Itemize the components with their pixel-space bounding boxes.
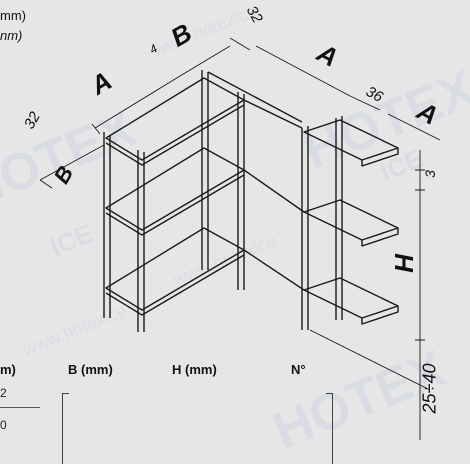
table-row-1: 2 (0, 386, 7, 400)
table-header-h: H (mm) (172, 362, 217, 377)
dim-label-25-40: 25÷40 (419, 363, 440, 414)
table-bracket-right (326, 393, 333, 464)
table-header-n: N° (291, 362, 306, 377)
header-line2: nm) (0, 28, 23, 43)
table-row-2: 0 (0, 418, 7, 432)
table-header-col1: m) (0, 362, 16, 377)
dimension-lines (39, 37, 441, 440)
left-unit-shelves (105, 77, 245, 316)
table-header-b: B (mm) (68, 362, 113, 377)
right-unit-shelves (207, 71, 399, 325)
header-line1: mm) (0, 8, 26, 23)
dim-label-h: H (388, 254, 419, 273)
right-unit-posts (243, 99, 343, 330)
table-row-divider (0, 407, 40, 408)
left-unit-posts (103, 70, 245, 332)
table-bracket-left (62, 393, 69, 464)
dim-label-3: 3 (421, 170, 438, 178)
